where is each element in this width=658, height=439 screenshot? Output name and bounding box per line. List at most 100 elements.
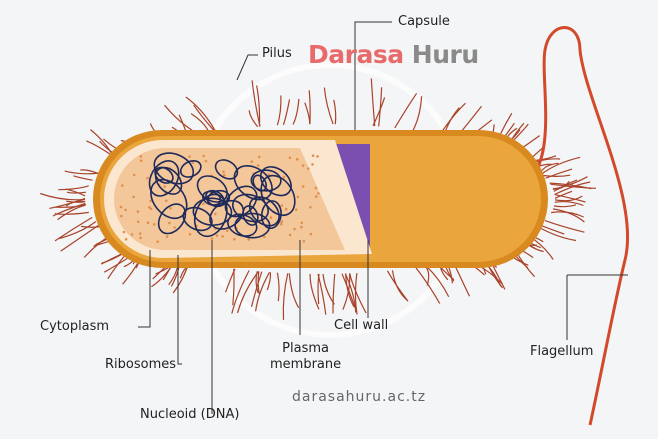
pilus [354, 273, 358, 315]
ribosome [120, 214, 123, 218]
ribosome [119, 205, 123, 209]
ribosome [306, 167, 310, 170]
ribosome [148, 206, 151, 209]
pilus [543, 174, 571, 177]
pilus [322, 273, 335, 305]
dna-loop [260, 174, 296, 217]
ribosome [309, 232, 313, 236]
pilus [232, 268, 235, 306]
pilus [342, 273, 351, 310]
dna-loop [157, 203, 187, 235]
ribosome [282, 175, 286, 179]
ribosome [300, 225, 303, 229]
ribosome [169, 207, 172, 210]
pilus [333, 99, 337, 125]
ribosome [136, 220, 140, 224]
pilus [55, 203, 86, 208]
ribosome [214, 212, 217, 216]
pilus [185, 96, 217, 133]
pilus [378, 87, 383, 127]
label-plasma-line2: membrane [270, 357, 342, 372]
pilus [552, 208, 585, 223]
pilus [553, 179, 578, 192]
ribosome [295, 157, 299, 161]
pilus [288, 273, 300, 309]
ribosome [138, 232, 142, 235]
ribosome [296, 195, 300, 199]
dna-loop [153, 152, 195, 185]
ribosome [146, 221, 150, 224]
pilus [370, 78, 376, 127]
dna-loop [252, 174, 267, 192]
pilus [541, 156, 581, 175]
pilus [282, 99, 291, 126]
pilus [40, 192, 86, 201]
ribosome [165, 235, 169, 238]
ribosome [130, 233, 134, 236]
label-capsule: Capsule [398, 14, 450, 29]
dna-loop [250, 169, 282, 192]
ribosome [202, 202, 205, 206]
ribosome [164, 199, 168, 203]
pilus [59, 221, 97, 240]
ribosome [221, 235, 224, 238]
ribosome [256, 164, 260, 167]
ribosome [152, 223, 156, 226]
ribosome [124, 208, 127, 212]
watermark-part2: Huru [411, 40, 479, 69]
watermark-part1: Darasa [308, 40, 404, 69]
ribosome [149, 199, 152, 203]
ribosome [301, 164, 305, 167]
ribosome [302, 239, 306, 243]
pilus [276, 272, 280, 302]
ribosome [311, 154, 315, 157]
leader-lines [138, 21, 628, 414]
pilus [554, 194, 586, 203]
dna-loop [242, 205, 259, 226]
ribosome [294, 208, 298, 211]
dna-loop [179, 159, 202, 178]
label-cytoplasm: Cytoplasm [40, 319, 110, 334]
dna-loop [248, 196, 280, 227]
pilus [552, 176, 588, 190]
pilus [545, 168, 573, 179]
ribosome [202, 154, 205, 158]
ribosome [300, 221, 304, 225]
label-pilus: Pilus [262, 46, 292, 61]
pilus [554, 181, 591, 196]
pilus [66, 200, 86, 203]
label-cell-wall: Cell wall [334, 318, 389, 333]
ribosome [210, 237, 214, 240]
pilus [554, 200, 584, 207]
pilus [276, 95, 282, 126]
dna-loop [234, 212, 271, 239]
pilus [282, 273, 289, 320]
ribosome [132, 173, 136, 177]
pilus [439, 102, 466, 135]
pilus [425, 265, 450, 298]
pilus [60, 224, 100, 252]
ribosome [168, 221, 171, 225]
pilus [551, 211, 584, 218]
ribosome [173, 226, 176, 229]
pilus [394, 92, 418, 129]
label-nucleoid: Nucleoid (DNA) [140, 407, 240, 422]
pilus [81, 225, 102, 228]
ribosome [188, 155, 191, 158]
pilus [49, 197, 86, 209]
pilus [248, 110, 259, 128]
dna-loop [150, 178, 188, 220]
pilus [323, 87, 334, 125]
pilus [231, 270, 250, 314]
dna-loop [205, 189, 225, 208]
ribosome [233, 237, 236, 241]
ribosome [258, 155, 261, 159]
ribosome [136, 210, 140, 213]
dna-loop [209, 199, 245, 230]
ribosome [222, 170, 225, 174]
pilus [66, 191, 87, 194]
ribosome [215, 234, 219, 237]
ribosome [139, 236, 142, 240]
pilus [250, 271, 263, 307]
